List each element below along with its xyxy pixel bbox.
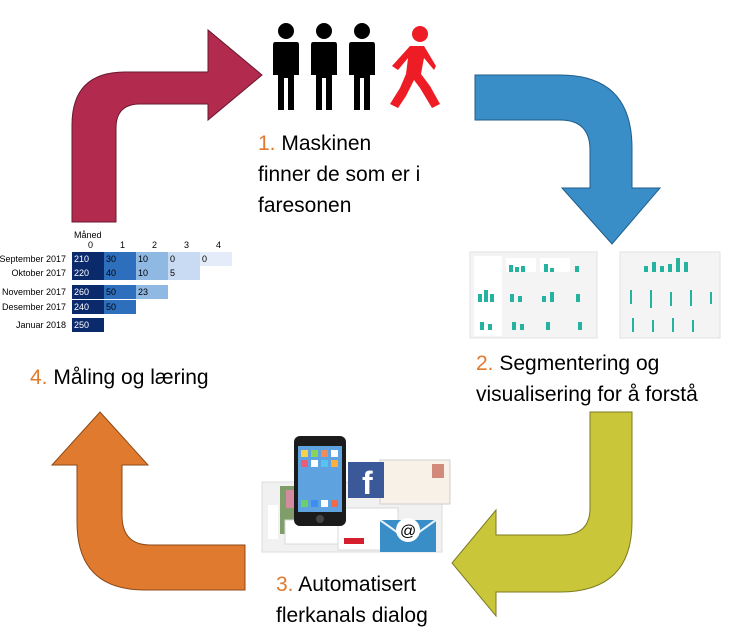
- step-3-number: 3.: [276, 573, 294, 596]
- dashboard-thumbnail-left: [469, 251, 598, 339]
- cohort-row-label: Desember 2017: [2, 302, 66, 312]
- person-standing-icon: [273, 23, 299, 110]
- person-standing-icon: [349, 23, 375, 110]
- cohort-cell-value: 50: [106, 287, 116, 297]
- arrow-measure-to-detect: [71, 28, 263, 223]
- cohort-column-header: 4: [216, 240, 221, 250]
- step-2-line-1: Segmentering og: [499, 352, 660, 375]
- cohort-cell: [72, 266, 104, 280]
- person-walking-away-icon: [390, 26, 440, 108]
- cohort-cell-value: 40: [106, 268, 116, 278]
- arrow-detect-to-segment: [474, 74, 662, 245]
- cohort-cell: [104, 285, 136, 299]
- step-2-line-2: visualisering for å forstå: [476, 383, 698, 406]
- cohort-cell-value: 240: [74, 302, 89, 312]
- multichannel-collage: [261, 459, 451, 553]
- step-1-line-2: finner de som er i: [258, 163, 421, 186]
- arrow-dialog-to-measure: [50, 411, 246, 591]
- step-2-text: 2. Segmentering og visualisering for å f…: [476, 348, 736, 410]
- smartphone-icon: [294, 436, 346, 526]
- svg-text:@: @: [400, 523, 416, 540]
- email-at-icon: @: [379, 518, 437, 552]
- cohort-cell: [200, 252, 232, 266]
- cohort-column-header: 1: [120, 240, 125, 250]
- cohort-row-label: Oktober 2017: [11, 268, 66, 278]
- cohort-axis-title: Måned: [74, 230, 102, 240]
- cohort-column-header: 2: [152, 240, 157, 250]
- cohort-cell-value: 30: [106, 254, 116, 264]
- cohort-cell-value: 10: [138, 268, 148, 278]
- cohort-cell-value: 0: [170, 254, 175, 264]
- svg-text:f: f: [362, 465, 373, 501]
- cohort-cell-value: 50: [106, 302, 116, 312]
- cohort-cell-value: 210: [74, 254, 89, 264]
- step-1-line-1: Maskinen: [281, 132, 372, 155]
- cohort-cell: [136, 285, 168, 299]
- facebook-icon: f: [348, 462, 384, 501]
- step-3-line-2: flerkanals dialog: [276, 604, 428, 627]
- cohort-cell-value: 10: [138, 254, 148, 264]
- cohort-cell-value: 250: [74, 320, 89, 330]
- step-1-line-3: faresonen: [258, 194, 352, 217]
- cohort-cell-value: 0: [202, 254, 207, 264]
- cohort-row-label: November 2017: [2, 287, 66, 297]
- cohort-cell: [72, 318, 104, 332]
- cohort-cell: [168, 266, 200, 280]
- step-3-line-1: Automatisert: [298, 573, 417, 596]
- cohort-row-label: September 2017: [0, 254, 66, 264]
- cohort-column-header: 0: [88, 240, 93, 250]
- cohort-cell-value: 23: [138, 287, 148, 297]
- cohort-cell: [136, 266, 168, 280]
- cohort-cell: [72, 252, 104, 266]
- cohort-cell: [104, 300, 136, 314]
- dashboard-thumbnail-right: [619, 251, 721, 339]
- cohort-column-header: 3: [184, 240, 189, 250]
- step-4-text: 4. Måling og læring: [30, 362, 250, 393]
- cohort-cell: [104, 252, 136, 266]
- cohort-cell: [168, 252, 200, 266]
- cohort-cell-value: 5: [170, 268, 175, 278]
- arrow-segment-to-dialog: [451, 411, 633, 618]
- step-4-number: 4.: [30, 366, 48, 389]
- cohort-row-label: Januar 2018: [16, 320, 66, 330]
- step-3-text: 3. Automatisert flerkanals dialog: [276, 569, 476, 631]
- cohort-cell-value: 260: [74, 287, 89, 297]
- cohort-cell: [136, 252, 168, 266]
- step-4-line-1: Måling og læring: [53, 366, 209, 389]
- cohort-cell: [72, 300, 104, 314]
- person-standing-icon: [311, 23, 337, 110]
- cohort-cell: [104, 266, 136, 280]
- step-1-text: 1. Maskinen finner de som er i faresonen: [258, 128, 468, 221]
- cohort-cell: [72, 285, 104, 299]
- cohort-cell-value: 220: [74, 268, 89, 278]
- step-1-number: 1.: [258, 132, 276, 155]
- step-2-number: 2.: [476, 352, 494, 375]
